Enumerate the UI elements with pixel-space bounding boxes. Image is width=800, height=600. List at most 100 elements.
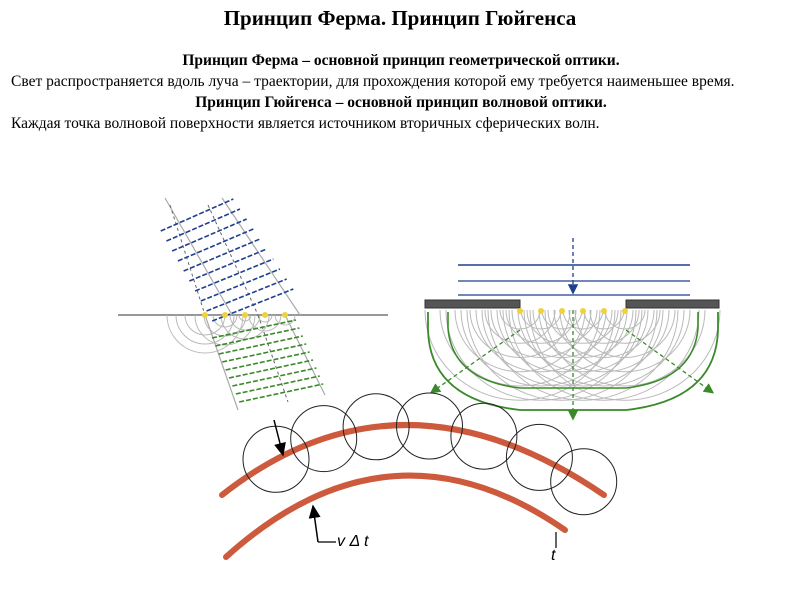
refracted-wavefront	[228, 359, 314, 379]
secondary-wave-arc	[541, 309, 583, 330]
left-diffracted-arrow	[429, 329, 521, 394]
secondary-wave-arc	[229, 314, 261, 331]
incident-wavefront	[189, 248, 267, 282]
secondary-wave-arc	[532, 309, 634, 358]
secondary-wave-arc	[481, 309, 643, 387]
page-title: Принцип Ферма. Принцип Гюйгенса	[223, 6, 577, 30]
barrier-right	[625, 299, 720, 309]
beam-edge	[221, 197, 301, 316]
secondary-wave-arc	[529, 309, 721, 401]
secondary-wave-arc	[604, 309, 646, 330]
secondary-wave-arc	[454, 309, 586, 373]
secondary-wave-arc	[520, 309, 562, 330]
secondary-wave-arc	[499, 309, 541, 330]
secondary-wave-arc	[466, 309, 658, 401]
source-point	[601, 308, 607, 314]
fermat-heading: Принцип Ферма – основной принцип геометр…	[182, 52, 620, 69]
beam-edge	[204, 314, 239, 411]
incident-wavefront	[166, 208, 241, 242]
secondary-wave-circle	[290, 405, 358, 473]
incident-wavefront	[194, 258, 274, 292]
refracted-wavefront	[235, 375, 320, 395]
secondary-wave-arc	[505, 309, 577, 344]
source-point	[580, 308, 586, 314]
incident-wavefront	[177, 228, 254, 262]
incident-wavefront	[183, 238, 261, 272]
source-point	[559, 308, 565, 314]
secondary-wave-circle	[396, 392, 463, 460]
secondary-wave-arc	[544, 309, 706, 387]
fermat-text: Свет распространяется вдоль луча – траек…	[11, 73, 735, 90]
secondary-wave-arc	[175, 314, 235, 345]
right-diffracted-arrow	[625, 329, 715, 394]
secondary-wave-arc	[583, 309, 625, 330]
huygens-heading: Принцип Гюйгенса – основной принцип волн…	[195, 94, 607, 111]
secondary-wave-arc	[184, 314, 226, 336]
secondary-wave-arc	[538, 309, 670, 373]
refracted-wavefront	[225, 351, 310, 371]
diffraction-secondary-waves	[424, 309, 721, 401]
secondary-wave-arc	[424, 309, 616, 401]
secondary-wave-arc	[487, 309, 679, 401]
source-point	[202, 312, 208, 318]
refraction-diagram	[118, 197, 388, 411]
incident-wavefront	[206, 278, 287, 312]
secondary-wave-arc	[445, 309, 637, 401]
secondary-wave-arc	[589, 309, 661, 344]
secondary-wave-arc	[559, 309, 691, 373]
source-point	[517, 308, 523, 314]
refracted-wavefront	[222, 343, 307, 363]
beam-edge	[284, 314, 326, 396]
refracted-wavefront	[218, 335, 303, 355]
secondary-wave-arc	[502, 309, 664, 387]
refracted-wavefront	[239, 383, 324, 403]
refraction-beam	[160, 197, 326, 411]
dimension-arrow-bottom	[308, 504, 321, 543]
incident-wavefront	[171, 218, 247, 252]
secondary-wave-arc	[484, 309, 556, 344]
secondary-wave-arc	[523, 309, 685, 387]
secondary-wave-arc	[460, 309, 622, 387]
secondary-wave-arc	[496, 309, 628, 373]
secondary-wave-arc	[248, 314, 282, 332]
secondary-wave-circle	[342, 393, 410, 461]
refracted-wavefront	[232, 367, 317, 387]
outer-wavefront	[219, 422, 607, 498]
secondary-wave-arc	[562, 309, 604, 330]
source-point	[262, 312, 268, 318]
label-v-delta-t: v Δ t	[337, 533, 369, 550]
secondary-wave-arc	[194, 314, 256, 346]
ray-dashed	[257, 314, 289, 403]
secondary-wave-arc	[526, 309, 598, 344]
refracted-wavefront	[215, 327, 300, 347]
secondary-wave-arc	[574, 309, 676, 358]
text-block: Принцип Ферма – основной принцип геометр…	[11, 50, 791, 134]
secondary-wave-arc	[553, 309, 655, 358]
huygens-text: Каждая точка волновой поверхности являет…	[11, 115, 600, 132]
secondary-wave-arc	[547, 309, 619, 344]
source-point	[242, 312, 248, 318]
secondary-wave-arc	[508, 309, 700, 401]
label-t: t	[551, 547, 556, 564]
diffraction-source-points	[517, 308, 628, 314]
source-point	[222, 312, 228, 318]
secondary-wave-arc	[439, 309, 601, 387]
secondary-wave-arc	[475, 309, 607, 373]
secondary-wave-arc	[274, 314, 296, 326]
beam-edge	[164, 197, 233, 316]
secondary-wave-arc	[238, 314, 252, 322]
source-point	[282, 312, 288, 318]
ray-dashed	[169, 204, 206, 316]
source-point	[622, 308, 628, 314]
inner-wavefront	[223, 472, 568, 560]
secondary-wave-arc	[517, 309, 649, 373]
incident-wavefront	[200, 268, 281, 302]
diffraction-diagram	[424, 238, 721, 421]
source-point	[538, 308, 544, 314]
dimension-arrow-top	[273, 419, 286, 457]
refraction-source-points	[202, 312, 288, 318]
secondary-wave-arc	[166, 314, 244, 354]
secondary-wave-arc	[212, 314, 238, 328]
secondary-wave-circle	[505, 423, 573, 491]
incident-wavefront	[160, 198, 234, 232]
